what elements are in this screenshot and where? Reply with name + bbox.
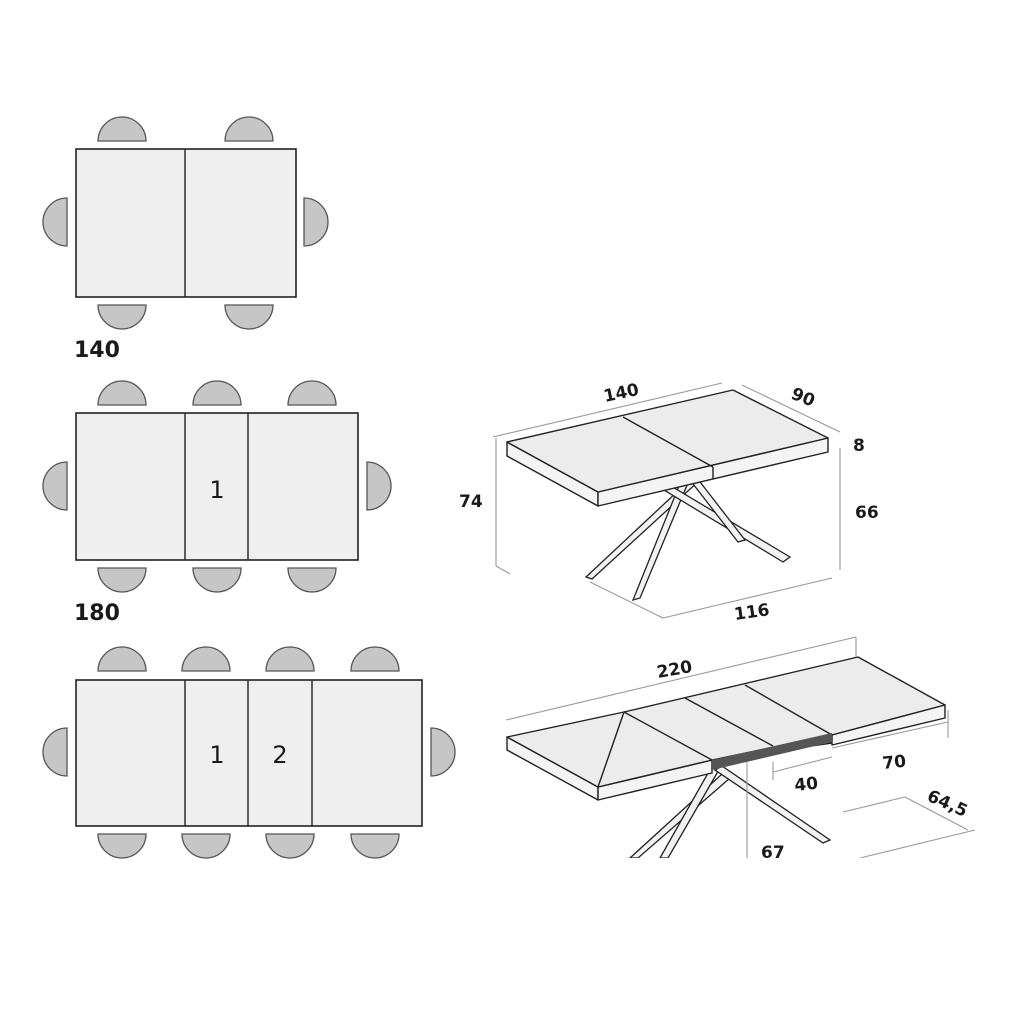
chair-icon [181,833,231,859]
chair-icon [97,567,147,593]
chair-icon [303,197,329,247]
base-depth-dimension: 64,5 [924,786,970,821]
chair-icon [287,380,337,406]
chair-icon [430,727,456,777]
chair-icon [42,461,68,511]
chair-icon [265,833,315,859]
extension-2-dimension: 70 [881,752,907,774]
thickness-dimension: 8 [853,436,865,456]
base-length-dimension: 116 [733,600,771,625]
table-top [75,412,359,561]
chair-icon [224,304,274,330]
extension-number: 1 [209,476,224,504]
chair-icon [97,833,147,859]
chair-icon [97,304,147,330]
chair-icon [350,833,400,859]
extended-length-dimension: 220 [655,657,694,683]
length-dimension: 140 [602,380,641,407]
extension-1-dimension: 40 [793,774,819,796]
plan-140: 140 [42,116,329,363]
chair-icon [97,380,147,406]
depth-dimension: 90 [788,384,818,411]
extension-number: 1 [209,741,224,769]
extension-number: 2 [272,741,287,769]
chair-icon [265,646,315,672]
plan-width-label: 180 [74,601,120,626]
plan-220: 1 2 [42,646,456,859]
chair-icon [350,646,400,672]
chair-icon [224,116,274,142]
chair-icon [192,380,242,406]
leg-height-dimension: 66 [855,503,879,523]
height-dimension: 74 [459,492,483,512]
chair-icon [97,116,147,142]
plan-width-label: 220 [74,868,120,893]
chair-icon [366,461,392,511]
chair-icon [192,567,242,593]
table-top [75,148,297,298]
chair-icon [97,646,147,672]
chair-icon [181,646,231,672]
plan-width-label: 140 [74,338,120,363]
closed-table-iso: 140 90 8 74 66 116 [459,380,879,625]
plan-180: 1 180 [42,380,392,626]
chair-icon [42,727,68,777]
table-top [75,679,423,827]
chair-icon [287,567,337,593]
chair-icon [42,197,68,247]
extended-table-iso: 220 40 70 64,5 67 220 [74,636,976,893]
